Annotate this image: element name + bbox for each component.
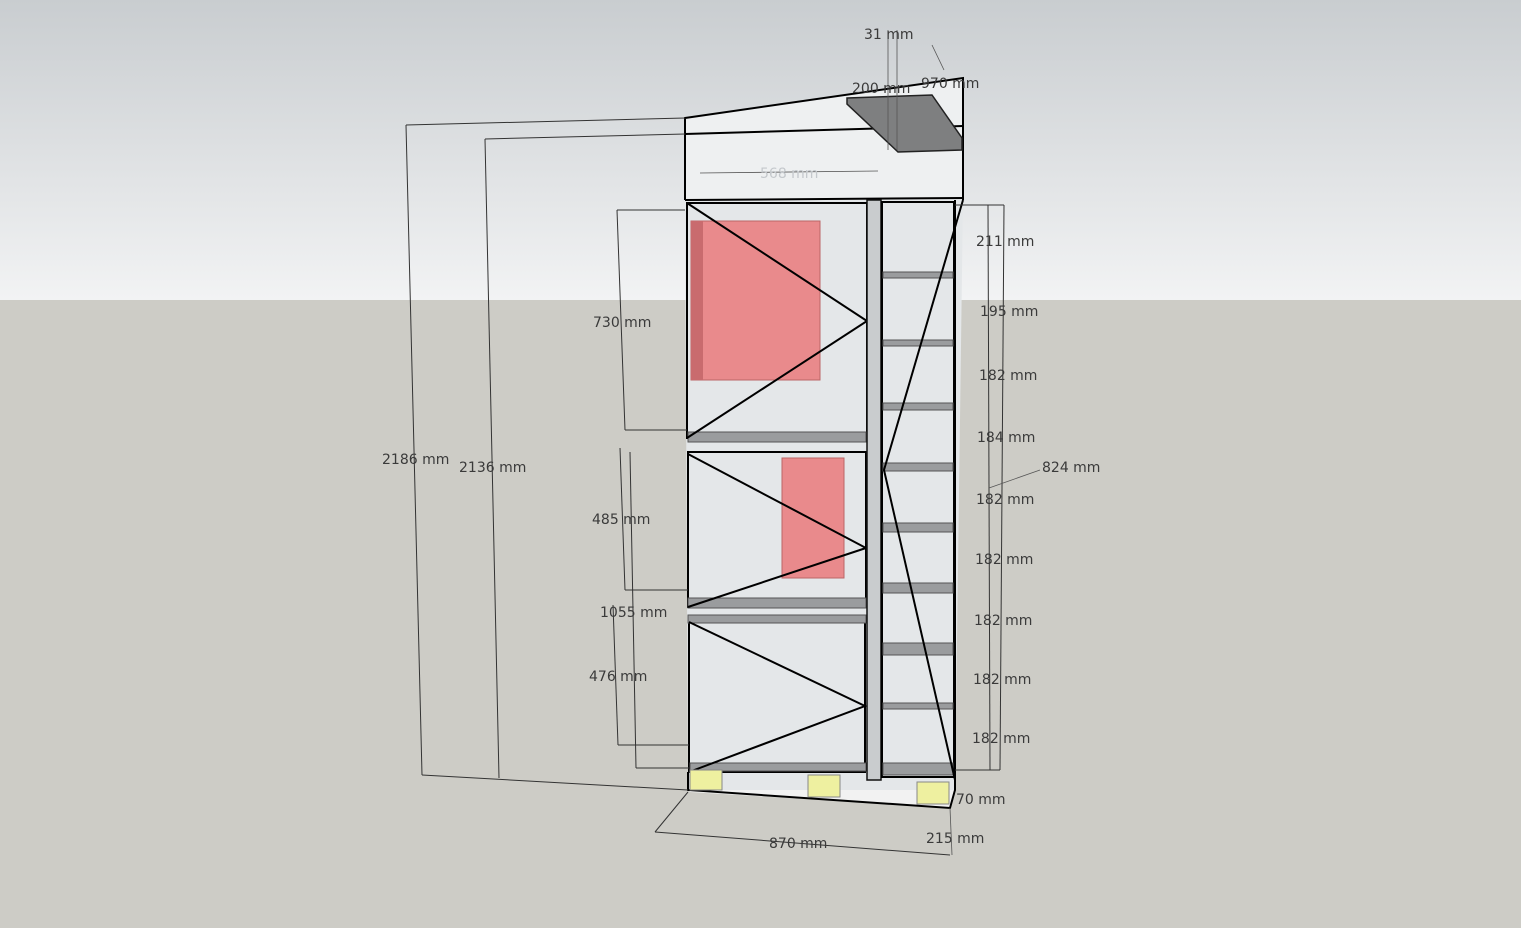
- dim-200: 200 mm: [852, 81, 910, 97]
- dim-182-c: 182 mm: [975, 552, 1033, 568]
- red-box-upper: [690, 220, 821, 381]
- dim-70: 70 mm: [956, 792, 1006, 808]
- wardrobe-model: [684, 76, 964, 810]
- dim-215: 215 mm: [926, 831, 984, 847]
- dim-824: 824 mm: [1042, 460, 1100, 476]
- dim-2136: 2136 mm: [459, 460, 526, 476]
- dim-870: 870 mm: [769, 836, 827, 852]
- dim-485: 485 mm: [592, 512, 650, 528]
- dim-182-e: 182 mm: [973, 672, 1031, 688]
- foot-middle: [807, 774, 841, 798]
- dim-476: 476 mm: [589, 669, 647, 685]
- dim-1055: 1055 mm: [600, 605, 667, 621]
- dim-970: 970 mm: [921, 76, 979, 92]
- foot-right: [916, 781, 950, 805]
- dim-182-f: 182 mm: [972, 731, 1030, 747]
- dim-568: 568 mm: [760, 166, 818, 182]
- dim-182-d: 182 mm: [974, 613, 1032, 629]
- dim-184: 184 mm: [977, 430, 1035, 446]
- dim-31: 31 mm: [864, 27, 914, 43]
- dim-211: 211 mm: [976, 234, 1034, 250]
- dim-182-b: 182 mm: [976, 492, 1034, 508]
- dim-2186: 2186 mm: [382, 452, 449, 468]
- red-box-middle: [781, 457, 845, 579]
- foot-left: [689, 769, 723, 791]
- dimension-labels: 31 mm 200 mm 970 mm 568 mm 2186 mm 2136 …: [382, 27, 1100, 852]
- dimension-lines: [405, 30, 1041, 856]
- dim-182-a: 182 mm: [979, 368, 1037, 384]
- dim-730: 730 mm: [593, 315, 651, 331]
- dim-195: 195 mm: [980, 304, 1038, 320]
- top-shelf-board: [846, 94, 963, 153]
